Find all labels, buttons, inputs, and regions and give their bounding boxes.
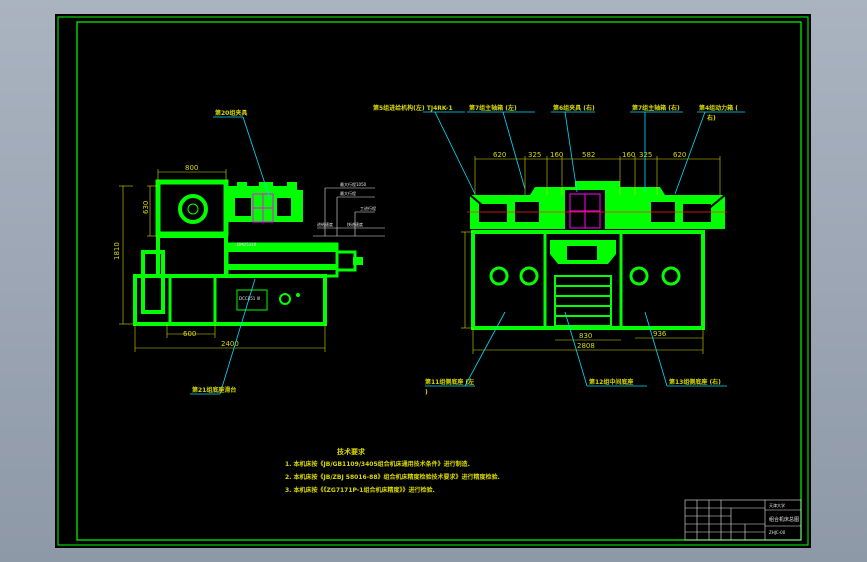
right-view: 620 325 160 582 160 325 620 830 2808 936… [372, 104, 745, 396]
left-handwheel [279, 293, 291, 305]
svg-text:工进行程: 工进行程 [360, 205, 376, 211]
right-base [471, 230, 705, 330]
callout-right-b1: 第11组侧底座 (左 [424, 378, 474, 386]
callout-left-top: 第20组夹具 [214, 109, 247, 117]
svg-text:右): 右) [706, 114, 716, 122]
callout-right-c5: 第4组动力箱 ( [698, 104, 738, 112]
right-port-1 [489, 266, 509, 286]
dim-right-c: 160 [550, 151, 563, 159]
svg-text:进给速度: 进给速度 [317, 221, 333, 227]
left-motor [335, 250, 357, 272]
drawing-sheet: DM25310 DCC851 III 800 630 1810 600 2400… [55, 14, 811, 548]
dim-left-height: 1810 [113, 242, 121, 260]
right-port-2 [519, 266, 539, 286]
svg-text:快进速度: 快进速度 [347, 221, 363, 227]
left-plate-label: DCC851 III [239, 296, 260, 301]
dim-right-a: 620 [493, 151, 506, 159]
technical-notes: 技术要求 1. 本机床按《JB/GB1109/3405组合机床通用技术条件》进行… [285, 447, 500, 494]
dim-right-b: 325 [528, 151, 541, 159]
left-motor-label: DM25310 [237, 242, 257, 247]
title-drawing-name: 组合机床总图 [769, 516, 799, 523]
dim-right-f: 325 [639, 151, 652, 159]
left-spindle-center [187, 203, 199, 215]
svg-text:): ) [425, 389, 428, 396]
drawing-canvas: DM25310 DCC851 III 800 630 1810 600 2400… [57, 16, 809, 546]
note-2: 2. 本机床按《JB/ZBJ 58016-88》组合机床精度检验技术要求》进行精… [285, 473, 500, 481]
title-company: 天津大学 [769, 502, 785, 508]
dim-left-side: 630 [142, 201, 150, 214]
title-drawing-no: ZHJC-00 [769, 530, 786, 535]
left-mid-housing [156, 234, 228, 278]
callout-right-c2: 第7组主轴箱 (左) [468, 104, 517, 112]
callout-right-b3: 第13组侧底座 (右) [668, 378, 721, 386]
dim-left-top: 800 [185, 164, 198, 172]
note-3: 3. 本机床按《《ZG7171P-1组合机床精度》》进行检验. [285, 486, 435, 494]
feed-cycle-detail: 最大行程1050 最大行程 工进行程 进给速度 快进速度 [313, 181, 385, 237]
left-upper-block [155, 179, 229, 237]
left-view: DM25310 DCC851 III 800 630 1810 600 2400… [113, 109, 385, 395]
title-block: 天津大学 组合机床总图 ZHJC-00 [684, 499, 802, 541]
inner-border [76, 21, 802, 541]
notes-title: 技术要求 [337, 447, 366, 456]
right-port-4 [661, 266, 681, 286]
dim-right-base1: 830 [579, 332, 592, 340]
dim-right-base2: 2808 [577, 342, 595, 350]
note-1: 1. 本机床按《JB/GB1109/3405组合机床通用技术条件》进行制造. [285, 460, 470, 468]
dim-right-d: 582 [582, 151, 595, 159]
dim-left-base: 600 [183, 330, 196, 338]
callout-right-b2: 第12组中间底座 [588, 378, 633, 386]
callout-left-bottom: 第21组底座滑台 [191, 386, 236, 394]
callout-right-c4: 第7组主轴箱 (右) [631, 104, 680, 112]
dim-right-e: 160 [622, 151, 635, 159]
left-side-block [141, 250, 165, 314]
dim-right-g: 620 [673, 151, 686, 159]
outer-border [57, 16, 809, 546]
svg-text:最大行程: 最大行程 [340, 190, 356, 196]
callout-right-c3: 第6组夹具 (右) [552, 104, 595, 112]
left-spindle-circle [178, 194, 208, 224]
left-base-door [168, 274, 217, 326]
callout-right-c1: 第5组进给机构(左) TJ4RK-1 [372, 104, 453, 112]
dim-left-total: 2400 [221, 340, 239, 348]
svg-text:最大行程1050: 最大行程1050 [340, 181, 367, 187]
right-port-3 [629, 266, 649, 286]
dim-right-base3: 936 [653, 330, 667, 338]
